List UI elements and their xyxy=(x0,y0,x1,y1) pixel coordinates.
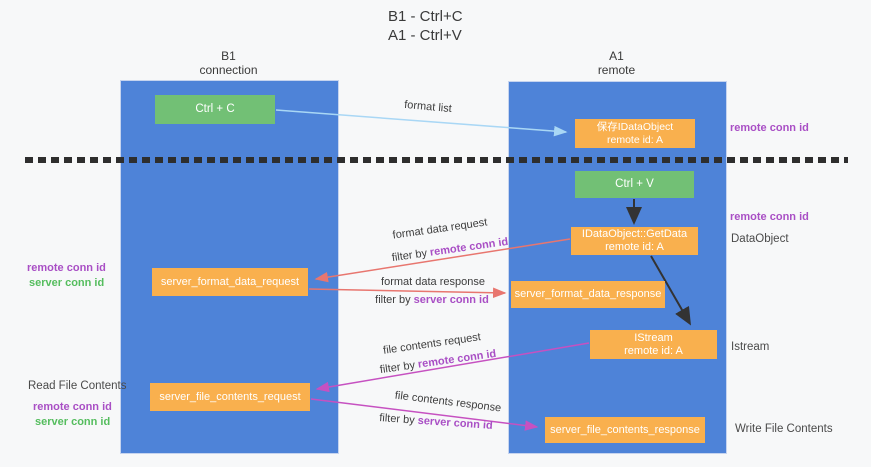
saved-dataobject-box: 保存IDataObject remote id: A xyxy=(575,119,695,148)
server-conn-id-label-left-2: server conn id xyxy=(35,416,111,428)
server-conn-id-text: server conn id xyxy=(417,414,494,432)
saved-dataobject-line1: 保存IDataObject xyxy=(596,120,674,133)
file-contents-response-label: file contents response xyxy=(394,389,502,415)
server-format-data-request-box: server_format_data_request xyxy=(152,268,308,296)
title-line-1: B1 - Ctrl+C xyxy=(388,8,463,25)
ctrl-v-label: Ctrl + V xyxy=(615,178,654,190)
lane-header-a1: A1 remote xyxy=(508,49,725,77)
format-data-response-label: format data response xyxy=(381,276,485,288)
file-response-label: server_file_contents_response xyxy=(550,423,700,436)
server-conn-id-text: server conn id xyxy=(413,294,489,306)
file-request-label: server_file_contents_request xyxy=(159,390,301,403)
server-conn-id-label-left-1: server conn id xyxy=(29,277,105,289)
title-line-2: A1 - Ctrl+V xyxy=(388,27,462,44)
filter-by-text: filter by xyxy=(378,412,416,427)
lane-b1-name: B1 xyxy=(221,49,236,63)
format-data-request-label: format data request xyxy=(391,216,489,242)
read-file-contents-label: Read File Contents xyxy=(28,380,127,392)
getdata-line1: IDataObject::GetData xyxy=(581,228,688,240)
filter-by-text: filter by xyxy=(375,294,411,306)
server-file-contents-request-box: server_file_contents_request xyxy=(150,383,310,411)
istream-line2: remote id: A xyxy=(624,344,683,357)
machine-boundary-dashed-line xyxy=(25,157,848,163)
getdata-line2: remote id: A xyxy=(605,241,664,253)
server-file-contents-response-box: server_file_contents_response xyxy=(545,417,705,443)
dataobject-label: DataObject xyxy=(731,233,789,245)
remote-conn-id-label-left-2: remote conn id xyxy=(33,401,112,413)
saved-dataobject-line2: remote id: A xyxy=(606,133,664,146)
lane-b1-subtitle: connection xyxy=(199,63,258,77)
lane-a1-name: A1 xyxy=(609,49,624,63)
istream-side-label: Istream xyxy=(731,341,770,353)
diagram-title: B1 - Ctrl+C A1 - Ctrl+V xyxy=(388,7,463,45)
format-response-label: server_format_data_response xyxy=(514,288,662,300)
ctrl-v-box: Ctrl + V xyxy=(575,171,694,198)
istream-line1: IStream xyxy=(634,331,673,344)
write-file-contents-label: Write File Contents xyxy=(735,423,833,435)
remote-conn-id-text: remote conn id xyxy=(429,235,509,259)
remote-conn-id-label-mid-right: remote conn id xyxy=(730,211,809,223)
lane-header-b1: B1 connection xyxy=(120,49,337,77)
lane-a1-subtitle: remote xyxy=(597,63,636,77)
format-data-request-filter-label: filter byremote conn id xyxy=(391,236,509,264)
idataobject-getdata-box: IDataObject::GetData remote id: A xyxy=(571,227,698,255)
istream-box: IStream remote id: A xyxy=(590,330,717,359)
remote-conn-id-label-top-right: remote conn id xyxy=(730,122,809,134)
ctrl-c-box: Ctrl + C xyxy=(155,95,275,124)
server-format-data-response-box: server_format_data_response xyxy=(511,281,665,308)
remote-conn-id-label-left-1: remote conn id xyxy=(27,262,106,274)
filter-by-text: filter by xyxy=(379,359,416,377)
format-list-label: format list xyxy=(403,98,453,116)
remote-conn-id-text: remote conn id xyxy=(417,347,497,371)
filter-by-text: filter by xyxy=(391,247,428,265)
format-request-label: server_format_data_request xyxy=(160,275,300,288)
ctrl-c-label: Ctrl + C xyxy=(195,103,235,115)
